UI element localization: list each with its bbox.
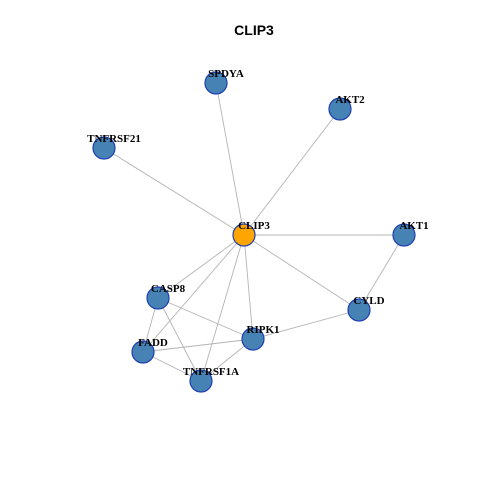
node-tnfrsf21: TNFRSF21 [87, 133, 141, 160]
node-tnfrsf1a: TNFRSF1A [183, 366, 239, 393]
node-circle-fadd [131, 340, 155, 364]
node-label-casp8: CASP8 [151, 283, 186, 295]
node-spdya: SPDYA [204, 68, 244, 95]
node-label-cyld: CYLD [353, 295, 384, 307]
diagram-title: CLIP3 [234, 22, 274, 38]
node-label-akt1: AKT1 [399, 220, 428, 232]
node-fadd: FADD [131, 337, 168, 364]
edge-clip3-fadd [142, 234, 245, 353]
node-label-tnfrsf1a: TNFRSF1A [183, 366, 239, 378]
edge-clip3-ripk1 [243, 234, 254, 340]
node-clip3: CLIP3 [232, 220, 270, 247]
node-circle-casp8 [146, 286, 170, 310]
edge-clip3-tnfrsf21 [103, 147, 245, 236]
node-circle-akt1 [392, 223, 416, 247]
edge-clip3-akt2 [243, 108, 341, 236]
node-circle-cyld [347, 298, 371, 322]
node-circle-tnfrsf1a [189, 369, 213, 393]
node-label-akt2: AKT2 [335, 94, 365, 106]
edge-clip3-tnfrsf1a [200, 234, 245, 382]
node-circle-ripk1 [241, 327, 265, 351]
edge-casp8-ripk1 [157, 297, 254, 340]
node-circle-akt2 [328, 97, 352, 121]
node-label-ripk1: RIPK1 [247, 324, 280, 336]
edge-ripk1-cyld [252, 309, 360, 340]
node-circle-spdya [204, 71, 228, 95]
node-akt2: AKT2 [328, 94, 365, 121]
edge-clip3-spdya [215, 82, 245, 236]
node-casp8: CASP8 [146, 283, 186, 310]
node-akt1: AKT1 [392, 220, 429, 247]
node-label-spdya: SPDYA [208, 68, 244, 80]
node-circle-clip3 [232, 223, 256, 247]
node-cyld: CYLD [347, 295, 385, 322]
node-label-fadd: FADD [138, 337, 168, 349]
node-ripk1: RIPK1 [241, 324, 280, 351]
edge-clip3-casp8 [157, 234, 245, 299]
edge-clip3-cyld [243, 234, 360, 311]
node-label-clip3: CLIP3 [238, 220, 270, 232]
edge-casp8-tnfrsf1a [157, 297, 202, 382]
edge-ripk1-fadd [142, 338, 254, 353]
node-circle-tnfrsf21 [92, 136, 116, 160]
edge-akt1-cyld [358, 234, 405, 311]
node-label-tnfrsf21: TNFRSF21 [87, 133, 141, 145]
